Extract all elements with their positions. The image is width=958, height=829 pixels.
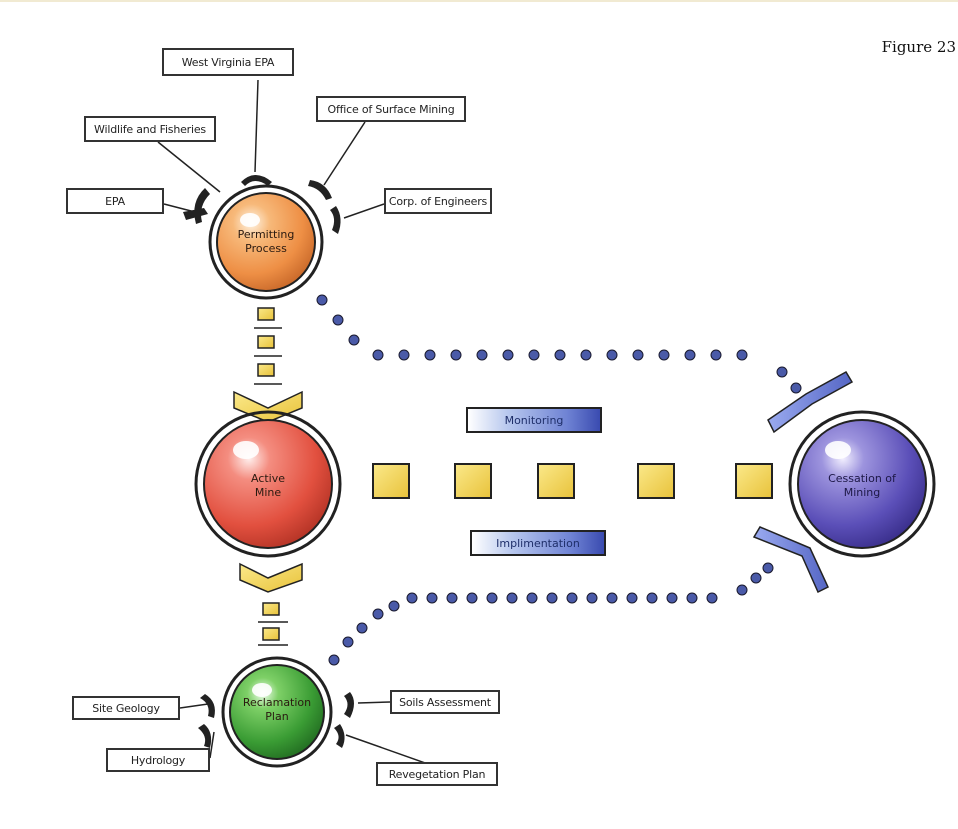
node-reclamation-plan	[221, 656, 333, 768]
path-dot	[776, 366, 788, 378]
connector-permitting-active	[254, 307, 282, 385]
label-office-of-surface-mining: Office of Surface Mining	[316, 96, 466, 122]
path-dot	[626, 592, 638, 604]
path-dot	[466, 592, 478, 604]
path-dot	[646, 592, 658, 604]
leader-lines	[157, 79, 429, 765]
node-active-mine	[194, 410, 342, 558]
path-dot	[356, 622, 368, 634]
node-cessation-of-mining	[788, 410, 936, 558]
path-dot	[790, 382, 802, 394]
label-corp-of-engineers: Corp. of Engineers	[384, 188, 492, 214]
connector-active-reclamation	[258, 602, 288, 646]
path-dot	[684, 349, 696, 361]
path-dot	[476, 349, 488, 361]
path-dot	[502, 349, 514, 361]
path-dot	[580, 349, 592, 361]
path-dot	[450, 349, 462, 361]
path-dot	[750, 572, 762, 584]
path-dot	[762, 562, 774, 574]
dotted-path-permitting-to-cessation	[316, 294, 802, 394]
path-dot	[546, 592, 558, 604]
path-dot	[316, 294, 328, 306]
path-dot	[736, 584, 748, 596]
label-hydrology: Hydrology	[106, 748, 210, 772]
reclamation-brackets	[198, 692, 354, 748]
path-dot	[332, 314, 344, 326]
path-dot	[506, 592, 518, 604]
path-dot	[554, 349, 566, 361]
path-dot	[606, 592, 618, 604]
path-dot	[586, 592, 598, 604]
label-epa: EPA	[66, 188, 164, 214]
path-dot	[328, 654, 340, 666]
chevron-out-of-active-mine	[239, 562, 303, 593]
bracket-bottom-cessation	[752, 526, 829, 594]
label-revegetation-plan: Revegetation Plan	[376, 762, 498, 786]
path-dot	[372, 349, 384, 361]
path-dot	[398, 349, 410, 361]
band-implementation: Implimentation	[470, 530, 606, 556]
path-dot	[426, 592, 438, 604]
figure-number: Figure 23	[881, 38, 956, 56]
connector-active-cessation	[372, 463, 773, 499]
label-wildlife-and-fisheries: Wildlife and Fisheries	[84, 116, 216, 142]
node-permitting-process	[208, 184, 324, 300]
path-dot	[710, 349, 722, 361]
label-site-geology: Site Geology	[72, 696, 180, 720]
label-soils-assessment: Soils Assessment	[390, 690, 500, 714]
path-dot	[342, 636, 354, 648]
path-dot	[528, 349, 540, 361]
path-dot	[706, 592, 718, 604]
path-dot	[424, 349, 436, 361]
agency-brackets	[183, 175, 341, 234]
dotted-path-reclamation-to-cessation	[328, 562, 774, 666]
path-dot	[526, 592, 538, 604]
path-dot	[486, 592, 498, 604]
label-west-virginia-epa: West Virginia EPA	[162, 48, 294, 76]
path-dot	[406, 592, 418, 604]
path-dot	[348, 334, 360, 346]
path-dot	[658, 349, 670, 361]
path-dot	[566, 592, 578, 604]
path-dot	[632, 349, 644, 361]
path-dot	[736, 349, 748, 361]
path-dot	[372, 608, 384, 620]
path-dot	[686, 592, 698, 604]
band-monitoring: Monitoring	[466, 407, 602, 433]
path-dot	[388, 600, 400, 612]
path-dot	[606, 349, 618, 361]
path-dot	[446, 592, 458, 604]
bracket-top-cessation	[767, 370, 854, 434]
path-dot	[666, 592, 678, 604]
